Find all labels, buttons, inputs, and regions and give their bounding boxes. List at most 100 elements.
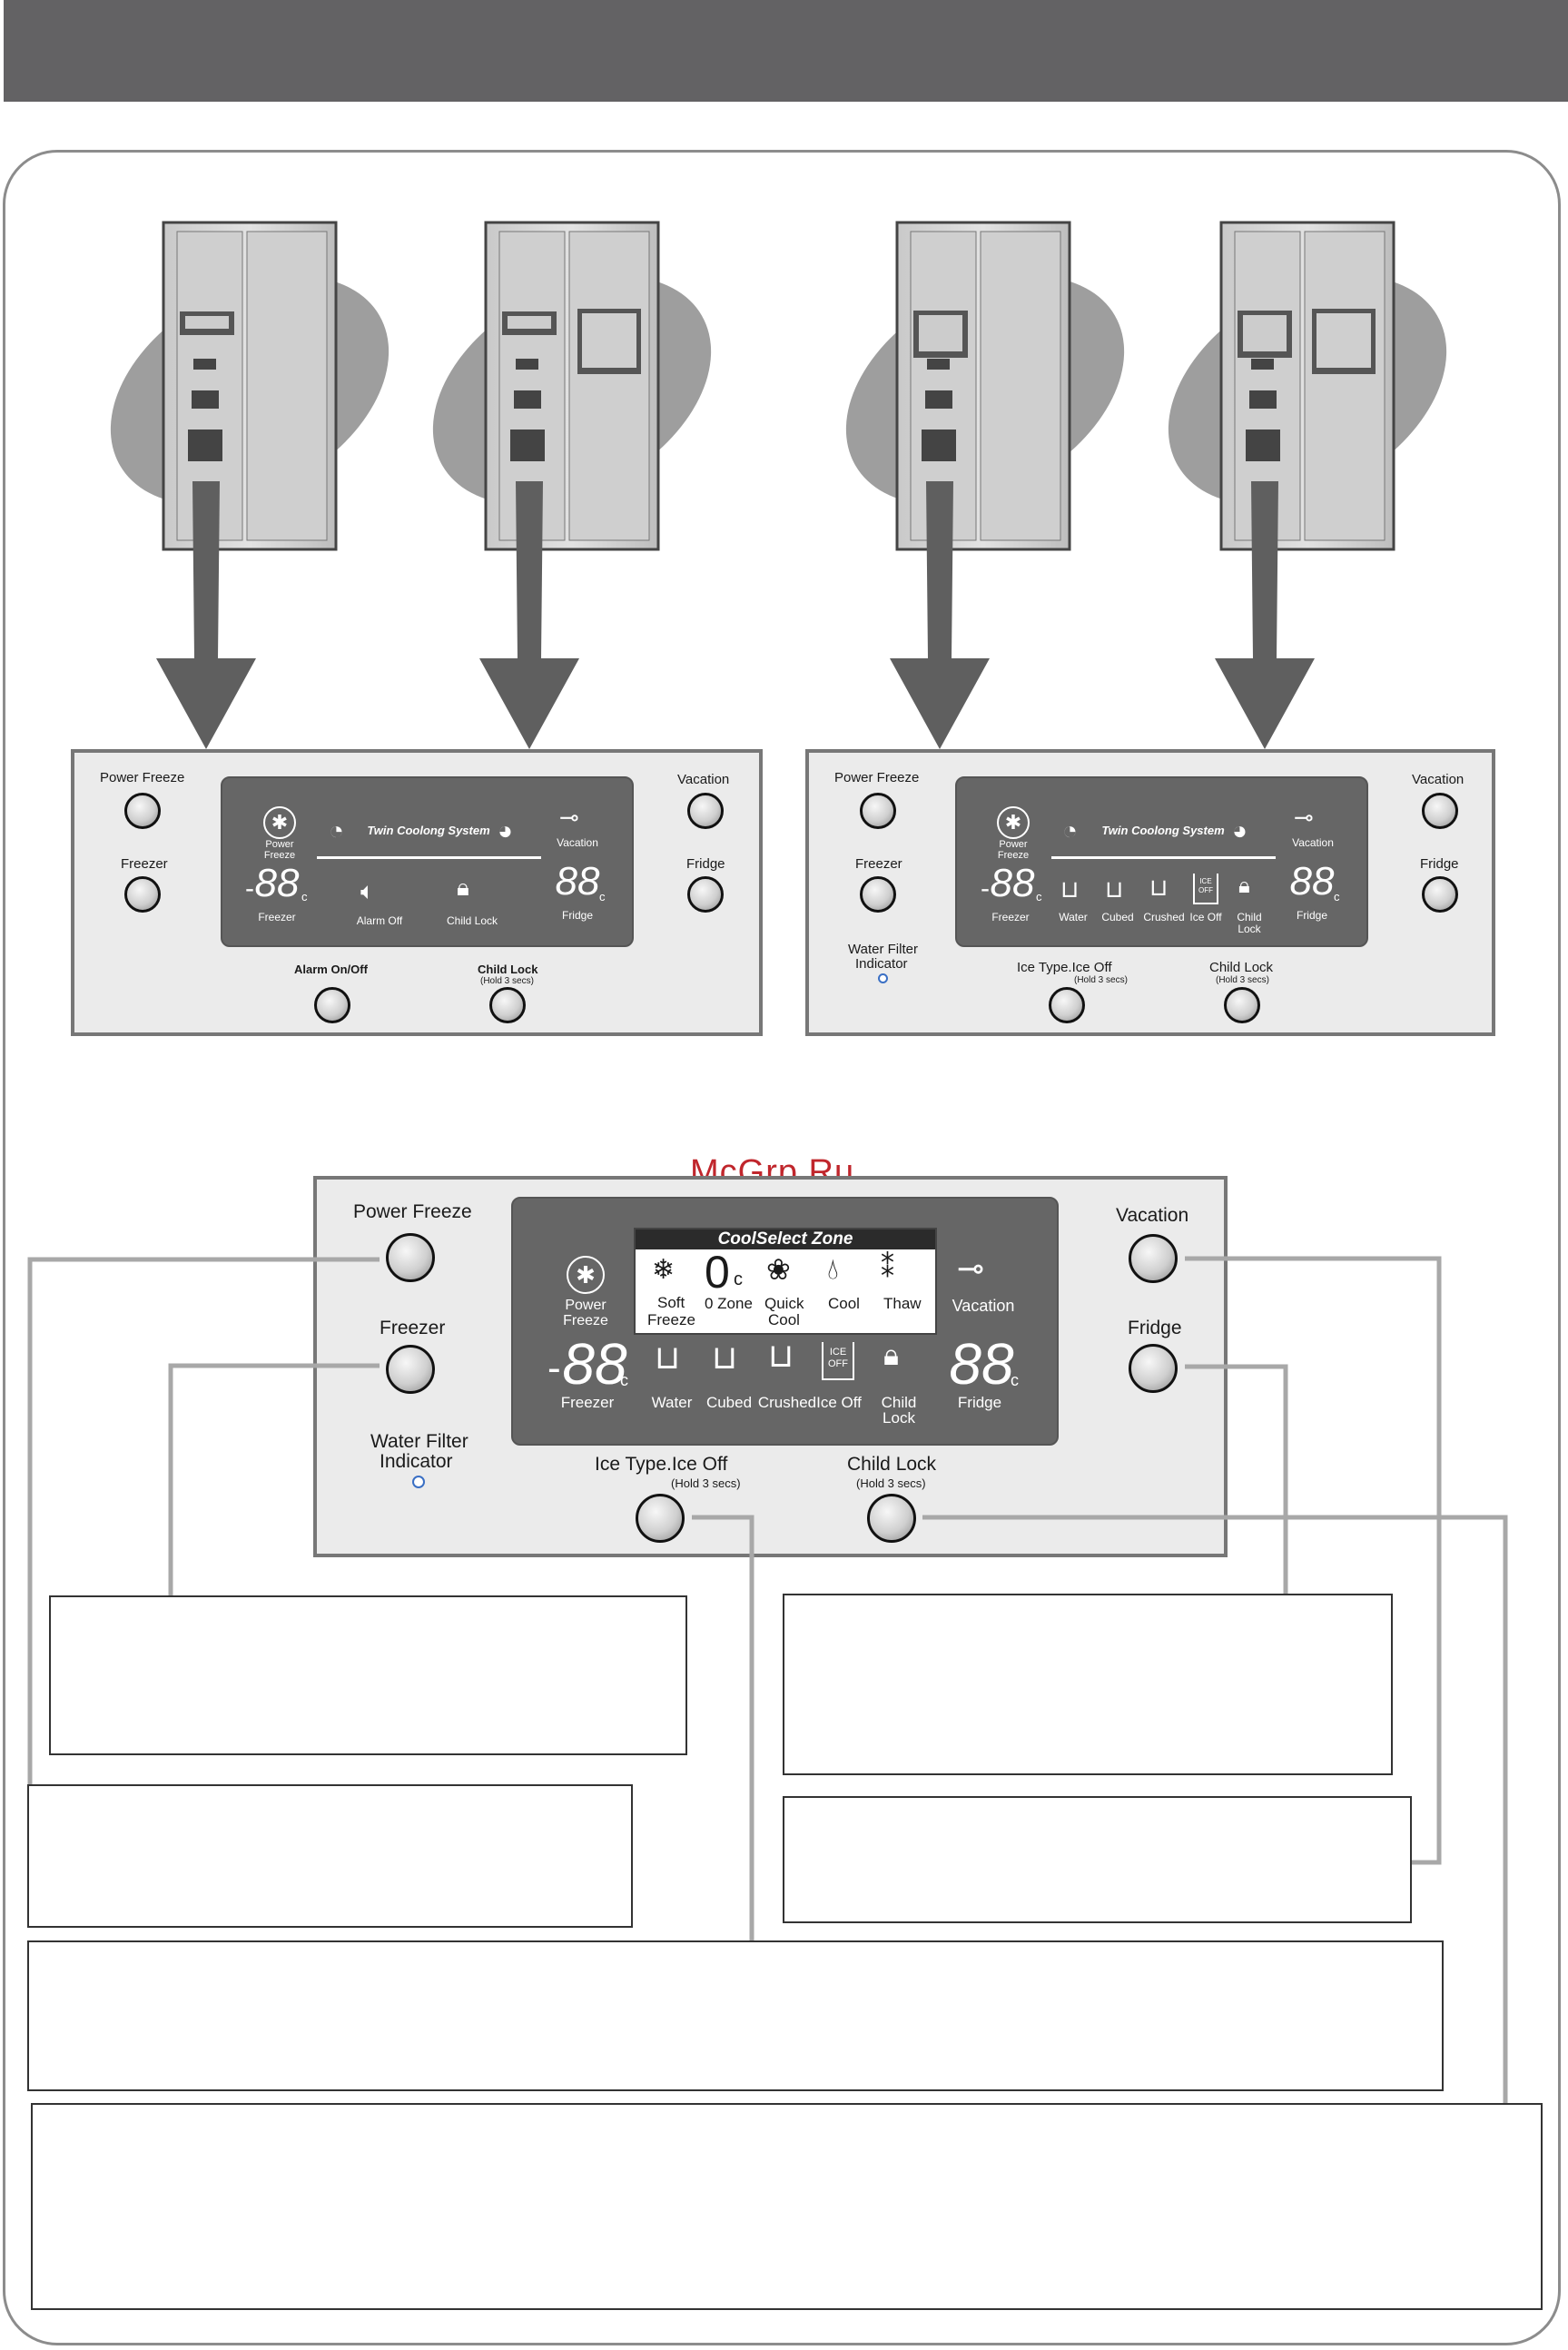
child-lock-button-c[interactable]	[867, 1494, 916, 1543]
label-hold-a: (Hold 3 secs)	[480, 976, 534, 986]
lcd-c-crushed: Crushed	[757, 1394, 817, 1411]
lock-icon: 🔒︎	[883, 1338, 900, 1371]
child-lock-button-a[interactable]	[489, 987, 526, 1023]
lcd-b-minus: -	[981, 874, 990, 903]
lcd-a-freezer-digits: 88	[254, 861, 300, 905]
power-freeze-button-a[interactable]	[124, 793, 161, 829]
description-box-vacation	[783, 1796, 1412, 1923]
lcd-c-cubed: Cubed	[705, 1394, 753, 1411]
lcd-c-freezer-digits: 88	[562, 1331, 627, 1397]
coolselect-zone: CoolSelect Zone	[634, 1228, 937, 1335]
lcd-c-quick-1: Quick	[764, 1295, 804, 1312]
lcd-c-child-2: Lock	[883, 1409, 915, 1427]
lcd-a-vacation: Vacation	[557, 836, 598, 849]
fridge-2	[432, 221, 712, 551]
arrows	[156, 481, 1315, 749]
lcd-c-freeze-label: Freeze	[563, 1313, 608, 1328]
vacation-button-c[interactable]	[1129, 1234, 1178, 1283]
lcd-c-ice-badge-1: ICE	[829, 1347, 847, 1358]
snowflake-icon: ✱	[263, 806, 296, 839]
header-bar	[4, 0, 1568, 102]
lcd-c-ice-badge-2: OFF	[828, 1358, 848, 1369]
lcd-b-power-label: Power	[999, 839, 1028, 850]
lcd-c-power-label: Power	[565, 1298, 606, 1313]
crushed-ice-icon: ⊔	[768, 1337, 794, 1374]
water-filter-indicator-b	[878, 973, 888, 983]
lcd-a-fridge-unit: c	[599, 890, 606, 903]
lcd-a-fridge-digits: 88	[555, 859, 600, 903]
lcd-c-thaw: Thaw	[883, 1295, 922, 1312]
snowflake-icon: ✱	[997, 806, 1030, 839]
fridge-4	[1168, 221, 1447, 551]
lcd-a-freeze-label: Freeze	[263, 850, 296, 861]
ice-type-button-b[interactable]	[1049, 987, 1085, 1023]
label-freezer-a: Freezer	[121, 856, 168, 872]
cool-drop-icon: 💧︎	[827, 1252, 839, 1285]
lcd-b-cubed: Cubed	[1101, 911, 1134, 923]
label-child-lock-c: Child Lock	[847, 1454, 937, 1475]
snowflake-icon: ✱	[567, 1256, 605, 1294]
label-hold-b-1: (Hold 3 secs)	[1074, 975, 1128, 985]
lcd-c-zero-zone: 0 Zone	[705, 1295, 753, 1312]
ice-off-icon	[822, 1342, 854, 1380]
thaw-icon: ⁑	[881, 1253, 894, 1283]
fridge-button-b[interactable]	[1422, 876, 1458, 913]
description-box-power-freeze	[27, 1784, 633, 1928]
vacation-button-a[interactable]	[687, 793, 724, 829]
lcd-b-water: Water	[1059, 911, 1088, 923]
label-child-lock-b: Child Lock	[1209, 960, 1274, 975]
label-ice-type-b: Ice Type.Ice Off	[1017, 960, 1112, 975]
lcd-c-fridge-unit: c	[1011, 1371, 1019, 1389]
fridge-button-a[interactable]	[687, 876, 724, 913]
ice-off-icon	[1193, 874, 1218, 904]
lcd-b-fridge-digits: 88	[1289, 859, 1335, 903]
label-freezer-b: Freezer	[855, 856, 902, 872]
water-cup-icon: ⊔	[1060, 875, 1080, 903]
swirl-icon: ◔	[329, 816, 344, 844]
label-vacation-b: Vacation	[1412, 772, 1464, 787]
lcd-b-unit: c	[1036, 890, 1042, 903]
freezer-button-a[interactable]	[124, 876, 161, 913]
lcd-c-soft-2: Freeze	[647, 1311, 695, 1328]
label-vacation-c: Vacation	[1116, 1205, 1189, 1226]
soft-freeze-icon: ❄	[652, 1255, 676, 1285]
power-freeze-button-b[interactable]	[860, 793, 896, 829]
display-b	[955, 776, 1368, 947]
fridge-button-c[interactable]	[1129, 1344, 1178, 1393]
lcd-c-unit: c	[620, 1371, 628, 1389]
lcd-c-fridge: Fridge	[957, 1394, 1002, 1411]
lcd-a-fridge: Fridge	[561, 909, 593, 922]
freezer-button-c[interactable]	[386, 1345, 435, 1394]
lcd-b-vacation: Vacation	[1292, 836, 1334, 849]
label-vacation-a: Vacation	[677, 772, 730, 787]
lcd-c-freezer: Freezer	[560, 1394, 615, 1411]
label-hold-b-2: (Hold 3 secs)	[1216, 975, 1269, 985]
lcd-c-quick-2: Cool	[768, 1311, 800, 1328]
alarm-onoff-button-a[interactable]	[314, 987, 350, 1023]
label-power-freeze-c: Power Freeze	[353, 1201, 472, 1222]
vacation-button-b[interactable]	[1422, 793, 1458, 829]
lcd-b-ice-badge-2: OFF	[1198, 886, 1213, 894]
label-water-filter-b-1: Water Filter	[848, 942, 918, 957]
cubed-ice-icon: ⊔	[1105, 875, 1124, 903]
description-box-ice-type	[27, 1940, 1444, 2091]
label-child-lock-a: Child Lock	[478, 963, 538, 976]
display-a	[221, 776, 634, 947]
lcd-a-alarm-off: Alarm Off	[356, 914, 403, 927]
lcd-c-vacation: Vacation	[952, 1297, 1015, 1315]
plug-icon: ⊸	[957, 1249, 985, 1287]
lcd-a-freezer: Freezer	[258, 911, 296, 923]
child-lock-button-b[interactable]	[1224, 987, 1260, 1023]
fridge-1	[110, 221, 390, 551]
power-freeze-button-c[interactable]	[386, 1233, 435, 1282]
label-water-filter-b-2: Indicator	[855, 956, 908, 972]
coolselect-zone-title: CoolSelect Zone	[636, 1229, 935, 1249]
lcd-b-freezer-digits: 88	[990, 861, 1035, 905]
freezer-button-b[interactable]	[860, 876, 896, 913]
water-cup-icon: ⊔	[655, 1338, 681, 1376]
lcd-c-water: Water	[651, 1394, 693, 1411]
lcd-c-zero-unit: c	[734, 1269, 743, 1289]
lcd-a-system: Twin Coolong System	[367, 824, 490, 837]
ice-type-button-c[interactable]	[636, 1494, 685, 1543]
lcd-c-child-1: Child	[881, 1394, 917, 1411]
